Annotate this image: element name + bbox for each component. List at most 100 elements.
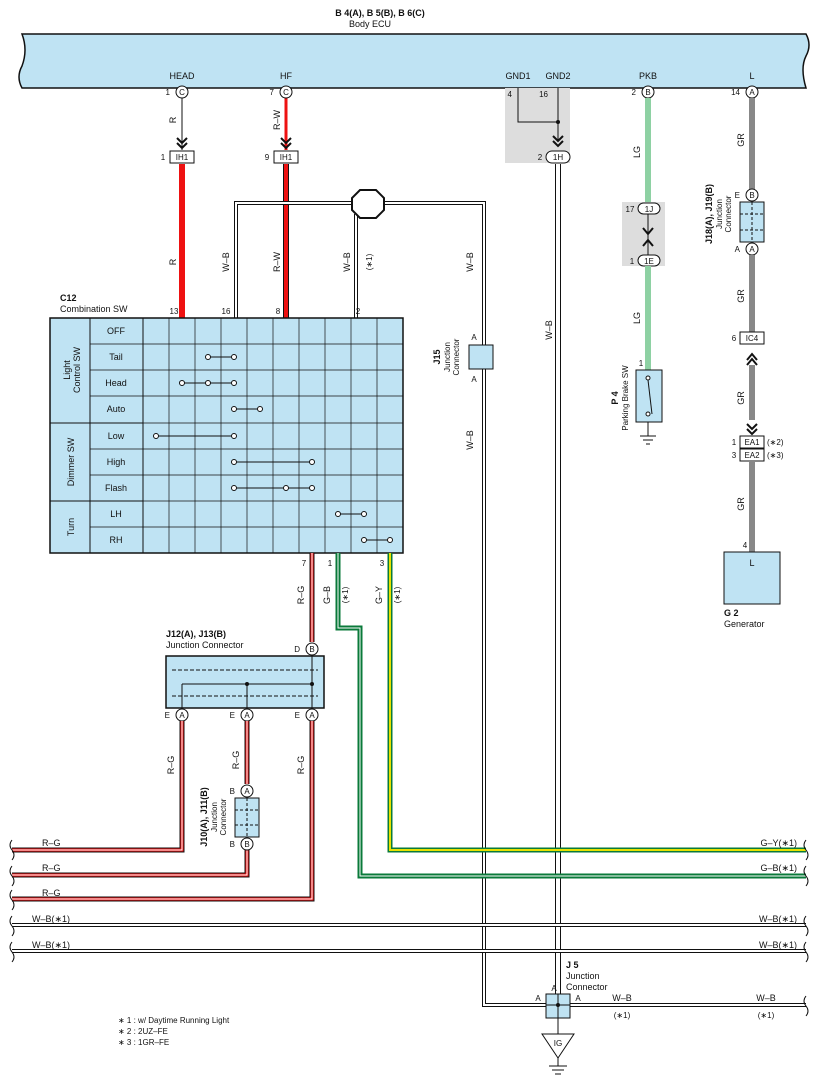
j10-bot-conn: B — [244, 840, 249, 849]
c12-group-light-line1: Light — [62, 360, 72, 380]
j18-top-pin: E — [735, 191, 740, 200]
wire-color-rw-mid: R–W — [272, 251, 282, 272]
bus-rg-2: R–G — [42, 863, 61, 873]
wire-color-wb-b: W–B — [342, 252, 352, 272]
j15-id: J15 — [432, 349, 442, 364]
wire-color-rg-c: R–G — [296, 756, 306, 775]
ecu-pin-markers: C 1 C 7 B 2 A 14 — [166, 85, 759, 99]
wire-color-rw-top: R–W — [272, 109, 282, 130]
j5-pin-top: A — [551, 984, 557, 993]
wire-color-rg-a: R–G — [166, 756, 176, 775]
wire-color-gb: G–B — [322, 586, 332, 604]
bus-lines: R–G R–G R–G W–B(∗1) W–B(∗1) G–Y(∗1) G–B(… — [9, 838, 809, 1017]
bus-rg-1: R–G — [42, 838, 61, 848]
wire-color-gr-3: GR — [736, 391, 746, 405]
wire-note-gy: (∗1) — [393, 586, 402, 603]
j5-pin-left: A — [535, 994, 541, 1003]
c12-pin-2: 2 — [356, 307, 361, 316]
j5-name-2: Connector — [566, 982, 608, 992]
j12-id: J12(A), J13(B) — [166, 629, 226, 639]
bus-wb-1: W–B(∗1) — [32, 914, 70, 924]
ecu-pin-label-pkb: PKB — [639, 71, 657, 81]
bus-wb-2: W–B(∗1) — [32, 940, 70, 950]
ea2-note: (∗3) — [767, 451, 784, 460]
footnotes: ∗ 1 : w/ Daytime Running Light ∗ 2 : 2UZ… — [118, 1016, 230, 1047]
ecu-pin-num-pkb: 2 — [632, 88, 637, 97]
gnd-conn-label: 1H — [553, 153, 563, 162]
ecu-pin-num-head: 1 — [166, 88, 171, 97]
wire-color-lg-top: LG — [632, 146, 642, 158]
bus-wb-2-right: W–B(∗1) — [759, 940, 797, 950]
c12-pin-13: 13 — [170, 307, 179, 316]
g2-id: G 2 — [724, 608, 739, 618]
j5-note-2: (∗1) — [758, 1011, 775, 1020]
wire-color-lg-bot: LG — [632, 312, 642, 324]
ea1-pin: 1 — [732, 438, 737, 447]
j15-pin-bottom: A — [471, 375, 477, 384]
j15-name-1: Junction — [443, 342, 452, 372]
ecu-conn-hf: C — [283, 88, 289, 97]
p4-name: Parking Brake SW — [621, 365, 630, 431]
junction-j10: A B B B J10(A), J11(B) Junction Connecto… — [199, 784, 260, 851]
wire-color-wb-c: W–B — [465, 252, 475, 272]
c12-row-high: High — [107, 457, 126, 467]
j10-bot-pin: B — [230, 840, 235, 849]
bus-gy: G–Y(∗1) — [760, 838, 797, 848]
p4-id: P 4 — [610, 391, 620, 404]
ecu-subtitle: Body ECU — [349, 19, 391, 29]
g2-name: Generator — [724, 619, 765, 629]
j5-wire-1: W–B — [612, 993, 632, 1003]
j18-bot-pin: A — [735, 245, 741, 254]
c12-row-tail: Tail — [109, 352, 123, 362]
j5-id: J 5 — [566, 960, 579, 970]
l-branch: GR B E A A J18(A), J19(B) Junction Conne… — [704, 98, 784, 629]
j12-e2-pin: E — [230, 711, 235, 720]
ecu-pin-label-l: L — [749, 71, 754, 81]
pkb-branch: LG 1J 17 1E 1 LG 1 P 4 Parking Brake SW — [610, 98, 665, 445]
wire-note-gb: (∗1) — [341, 586, 350, 603]
junction-j5: J 5 Junction Connector A A A W–B (∗1) W–… — [535, 960, 776, 1075]
wire-color-gr-2: GR — [736, 289, 746, 303]
j12-e1-conn: A — [179, 711, 185, 720]
wire-color-gr-1: GR — [736, 133, 746, 147]
c12-group-turn: Turn — [66, 518, 76, 536]
footnote-2: ∗ 2 : 2UZ–FE — [118, 1027, 168, 1036]
footnote-3: ∗ 3 : 1GR–FE — [118, 1038, 169, 1047]
pkb-conn-1e-pin: 1 — [630, 257, 635, 266]
g2-terminal: L — [749, 558, 754, 568]
pkb-conn-1e: 1E — [644, 257, 654, 266]
j12-e1-pin: E — [165, 711, 170, 720]
bus-rg-3: R–G — [42, 888, 61, 898]
j10-id: J10(A), J11(B) — [199, 787, 209, 847]
wire-color-gy: G–Y — [374, 586, 384, 604]
c12-pin-3: 3 — [380, 559, 385, 568]
wire-color-rg-b: R–G — [231, 751, 241, 770]
c12-row-lh: LH — [110, 509, 122, 519]
rg-wires: R–G R–G R–G — [12, 721, 315, 902]
j12-name: Junction Connector — [166, 640, 244, 650]
ecu-pin-num-hf: 7 — [270, 88, 275, 97]
pkb-conn-1j: 1J — [645, 205, 653, 214]
ground-ig: IG — [554, 1039, 562, 1048]
footnote-1: ∗ 1 : w/ Daytime Running Light — [118, 1016, 230, 1025]
combination-switch-c12: C12 Combination SW 13 16 8 2 Light Contr — [49, 293, 404, 568]
j18-top-conn: B — [749, 191, 754, 200]
j18-name-1: Junction — [715, 199, 724, 229]
c12-row-off: OFF — [107, 326, 125, 336]
c12-row-auto: Auto — [107, 404, 126, 414]
j5-note-1: (∗1) — [614, 1011, 631, 1020]
ih1-pin-b: 9 — [265, 153, 270, 162]
c12-id: C12 — [60, 293, 77, 303]
junction-j15: A A J15 Junction Connector — [432, 333, 494, 384]
ih1-pin-a: 1 — [161, 153, 166, 162]
wire-color-wb-d: W–B — [465, 430, 475, 450]
ic4-pin: 6 — [732, 334, 737, 343]
j5-pin-right: A — [575, 994, 581, 1003]
c12-row-flash: Flash — [105, 483, 127, 493]
body-ecu: B 4(A), B 5(B), B 6(C) Body ECU HEAD HF … — [18, 8, 810, 89]
c12-group-dimmer: Dimmer SW — [66, 437, 76, 486]
wire-color-gr-4: GR — [736, 497, 746, 511]
ecu-title: B 4(A), B 5(B), B 6(C) — [335, 8, 425, 18]
ecu-pin-label-hf: HF — [280, 71, 292, 81]
